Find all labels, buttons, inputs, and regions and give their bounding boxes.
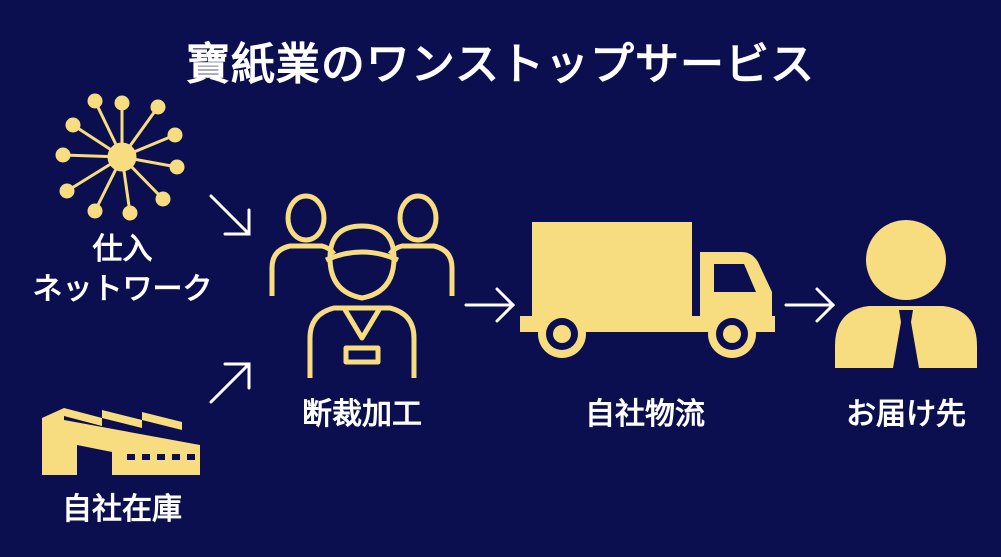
own-warehouse-label: 自社在庫	[62, 492, 182, 527]
supply-network-label: 仕入 ネットワーク	[0, 230, 245, 310]
network-icon	[55, 93, 185, 221]
truck-icon	[520, 222, 775, 358]
arrow-logistics-to-delivery	[784, 287, 836, 323]
page-title: 寶紙業のワンストップサービス	[185, 39, 816, 90]
supply-network-label-line1: 仕入	[92, 232, 153, 267]
cutting-label: 断裁加工	[302, 397, 422, 432]
arrow-warehouse-to-cutting	[209, 362, 251, 404]
arrow-cutting-to-logistics	[464, 287, 516, 323]
delivery-label: お届け先	[846, 397, 966, 432]
arrow-network-to-cutting	[209, 194, 251, 236]
factory-icon	[42, 408, 200, 475]
logistics-label: 自社物流	[585, 397, 705, 432]
team-icon	[269, 193, 455, 378]
customer-icon	[835, 220, 977, 368]
supply-network-label-line2: ネットワーク	[32, 272, 213, 307]
